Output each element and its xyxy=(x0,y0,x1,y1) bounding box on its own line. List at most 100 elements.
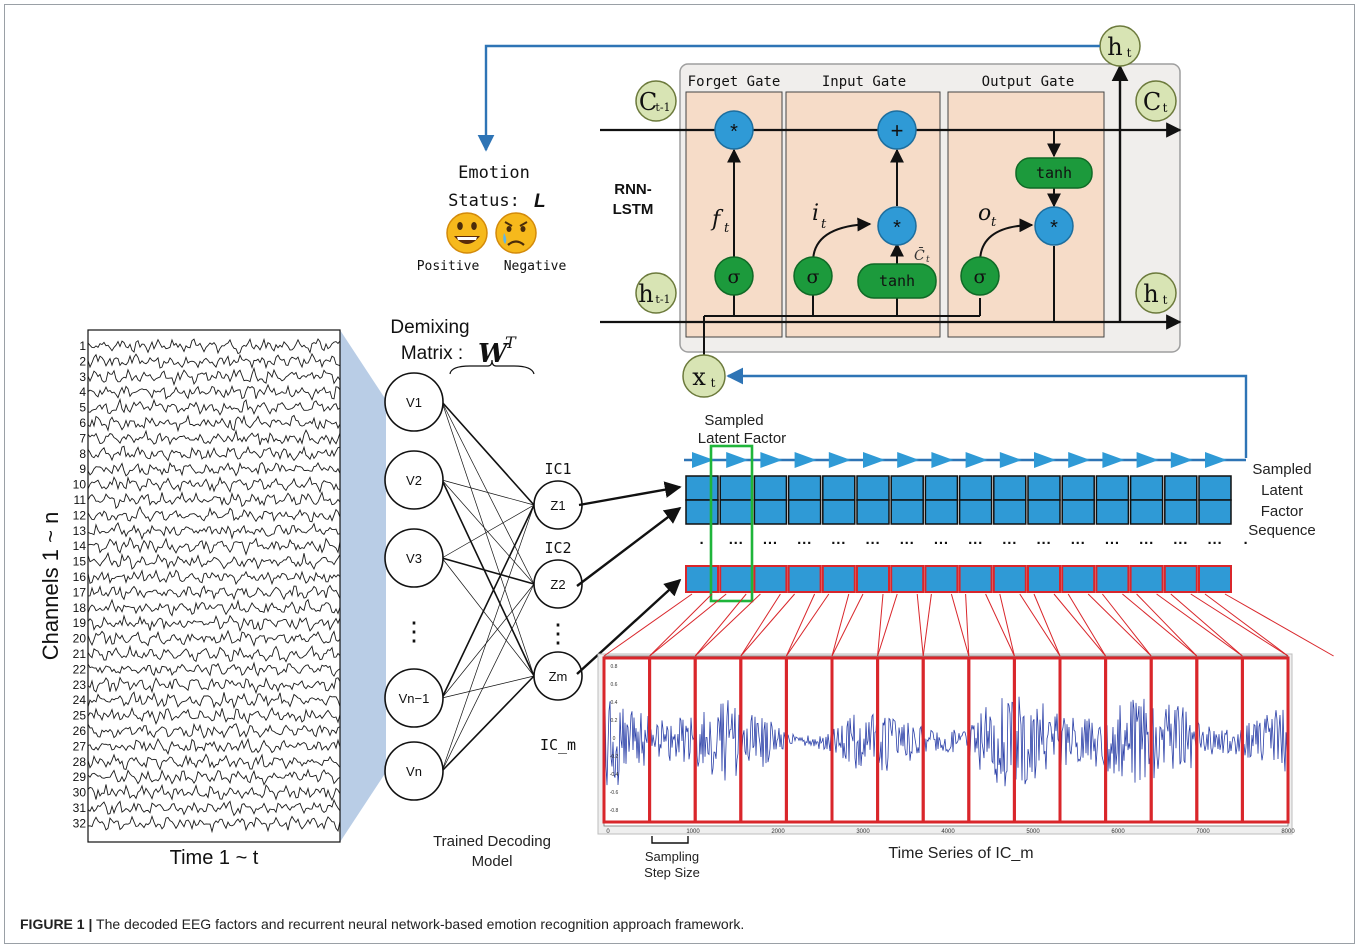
sequence-ellipsis: ··· xyxy=(1173,535,1188,552)
eeg-plot-box xyxy=(87,329,341,843)
eeg-trace xyxy=(88,676,340,695)
z-node xyxy=(533,559,583,609)
sequence-marker-icon xyxy=(897,452,920,468)
eeg-channel-label: 22 xyxy=(73,662,87,676)
svg-text:t: t xyxy=(1163,101,1168,115)
latent-cell xyxy=(1198,475,1232,501)
latent-cell xyxy=(1027,475,1061,501)
svg-text:x: x xyxy=(692,363,706,391)
eeg-trace xyxy=(88,366,340,386)
z1-to-seq-arrow xyxy=(578,481,682,507)
eeg-trace xyxy=(88,768,340,786)
sampling-link xyxy=(1170,593,1243,657)
svg-text:t-1: t-1 xyxy=(655,101,670,114)
sequence-ellipsis: ··· xyxy=(1002,535,1017,552)
eeg-trace xyxy=(88,475,340,494)
sequence-ellipsis: ··· xyxy=(866,535,881,552)
output-gate-label: Output Gate xyxy=(982,74,1075,90)
z-node-label: Z2 xyxy=(550,577,565,592)
ic-label: IC_m xyxy=(540,736,576,754)
svg-text:+: + xyxy=(891,118,904,143)
eeg-trace xyxy=(88,629,340,647)
eeg-channel-label: 32 xyxy=(73,816,87,830)
step-label-1: Sampling xyxy=(645,849,699,864)
sampling-links xyxy=(603,593,1334,657)
seq-label-3: Factor xyxy=(1261,503,1304,520)
sequence-ellipsis: · xyxy=(1244,535,1249,552)
sampling-link xyxy=(1102,593,1152,657)
ts-x-tick: 6000 xyxy=(1111,829,1125,835)
ts-y-tick: 0.8 xyxy=(611,664,618,670)
eeg-channel-label: 1 xyxy=(79,339,86,353)
ts-y-tick: -0.2 xyxy=(610,754,619,760)
eeg-trace xyxy=(88,614,340,633)
ts-title: Time Series of IC_m xyxy=(888,845,1033,862)
sequence-ellipsis: ··· xyxy=(763,535,778,552)
latent-cell xyxy=(1027,499,1061,525)
sequence-ellipsis: ··· xyxy=(1105,535,1120,552)
eeg-channel-label: 20 xyxy=(73,632,87,646)
sampling-link xyxy=(694,593,761,657)
latent-cell xyxy=(719,475,753,501)
eeg-trace xyxy=(88,536,340,556)
sampled-cell xyxy=(924,565,959,593)
demixing-symbol: W xyxy=(478,339,510,369)
forget-sigma-node xyxy=(714,256,754,296)
eeg-trace xyxy=(88,337,340,355)
latent-cell xyxy=(787,475,822,501)
v-node xyxy=(384,372,444,432)
rnn-label-1: RNN- xyxy=(614,181,652,198)
svg-text:h: h xyxy=(1107,33,1122,61)
eeg-channel-label: 16 xyxy=(73,570,87,584)
ts-y-tick: 0 xyxy=(613,736,616,742)
sampling-link xyxy=(603,593,693,657)
sequence-marker-icon xyxy=(1170,452,1193,468)
sampling-link xyxy=(1053,593,1106,657)
ic-label: IC2 xyxy=(544,539,571,557)
latent-cell xyxy=(993,499,1027,525)
eeg-trace xyxy=(88,397,340,416)
sampled-cell xyxy=(1163,565,1198,593)
svg-text:*: * xyxy=(1050,217,1058,239)
forget-gate-label: Forget Gate xyxy=(688,74,781,90)
eeg-channel-label: 19 xyxy=(73,616,87,630)
svg-text:t: t xyxy=(1127,46,1132,60)
eeg-channel-label: 5 xyxy=(79,401,86,415)
sequence-marker-icon xyxy=(965,452,988,468)
latent-cell xyxy=(958,475,993,501)
sequence-marker-icon xyxy=(1068,452,1091,468)
eeg-traces xyxy=(88,337,340,834)
eeg-trace xyxy=(88,753,340,771)
o-gate-symbol: o xyxy=(978,201,991,226)
sequence-marker-icon xyxy=(692,452,714,468)
sampled-cell xyxy=(685,565,719,593)
svg-text:t: t xyxy=(711,376,716,390)
eeg-trace xyxy=(88,505,340,523)
latent-cell xyxy=(1061,475,1095,501)
sampled-label-1: Sampled xyxy=(704,412,763,429)
sampling-link xyxy=(1190,593,1289,657)
eeg-channel-label: 10 xyxy=(73,478,87,492)
v-node-label: V1 xyxy=(406,395,422,410)
latent-cell xyxy=(1095,499,1130,525)
latent-cell xyxy=(1164,475,1198,501)
sampling-link xyxy=(785,593,830,657)
model-label-1: Trained Decoding xyxy=(433,833,551,850)
ts-y-tick: 0.2 xyxy=(611,718,618,724)
c-next-node xyxy=(1135,80,1177,122)
eeg-channel-label: 4 xyxy=(79,385,86,399)
eeg-x-label: Time 1 ~ t xyxy=(170,847,259,869)
sequence-marker-icon xyxy=(999,452,1022,468)
eeg-projection xyxy=(340,330,386,842)
c-prev-node xyxy=(635,80,677,122)
eeg-trace xyxy=(88,814,340,834)
eeg-channel-label: 11 xyxy=(74,493,87,507)
sequence-ellipsis: ··· xyxy=(900,535,915,552)
svg-text:t: t xyxy=(926,255,930,265)
ts-y-tick: 0.6 xyxy=(611,682,618,688)
latent-cell xyxy=(993,475,1027,501)
demixing-superscript: T xyxy=(505,333,517,352)
